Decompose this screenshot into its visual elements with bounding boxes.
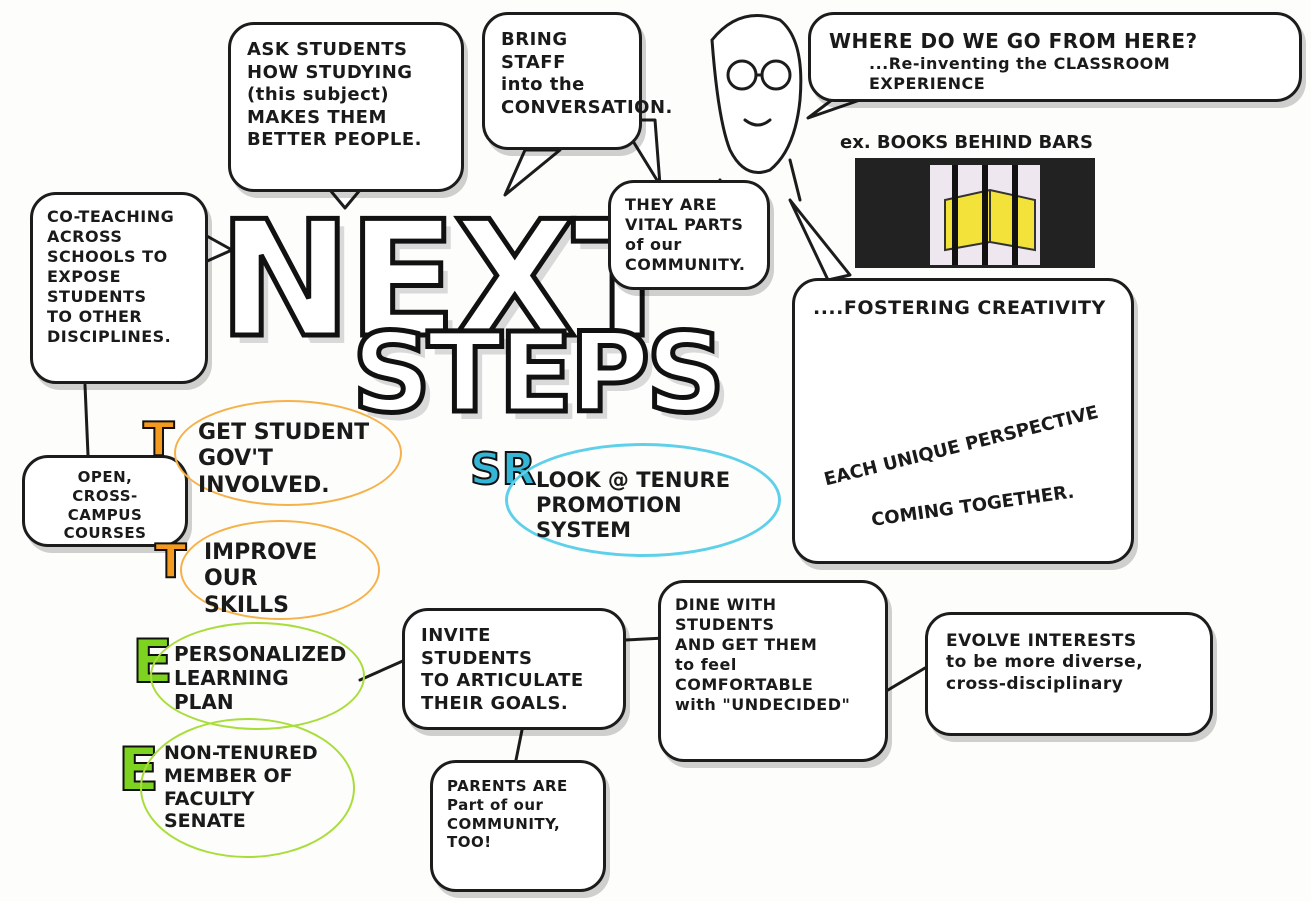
professor-portrait xyxy=(703,14,803,202)
bubble-vital-parts: THEY are VITAL PARTS of our COMMUNITY. xyxy=(608,180,770,290)
bubble-co-teaching: CO-TEACHING ACROSS SCHOOLS to EXPOSE STU… xyxy=(30,192,208,384)
oval-improve-skills: IMPROVE OUR SKILLS xyxy=(180,520,380,620)
bubble-invite-students: INVITE STUDENTS TO ARTICULATE THEIR GOAL… xyxy=(402,608,626,730)
connector-lines xyxy=(83,383,927,762)
title-next: NEXT xyxy=(216,186,685,373)
oval-look-tenure: LOOK @ TENURE PROMOTION SYSTEM xyxy=(505,443,781,557)
bubble-parents: PARENTS are Part of our COMMUNITY, too! xyxy=(430,760,606,892)
oval-get-student-gov: GET STUDENT GOV'T INVOLVED. xyxy=(174,400,402,506)
books-behind-bars-illustration xyxy=(855,158,1095,268)
bubble-dine-students: DINE with STUDENTS and GET THEM to feel … xyxy=(658,580,888,762)
oval-non-tenured: NON-TENURED MEMBER of FACULTY SENATE xyxy=(140,718,355,858)
bubble-evolve-interests: EVOLVE INTERESTS to be more diverse, cro… xyxy=(925,612,1213,736)
bubble-where-do-we-go: WHERE DO WE GO FROM HERE? ...Re-inventin… xyxy=(808,12,1302,102)
bubble-ask-students: ASK STUDENTS HOW STUDYING (this subject)… xyxy=(228,22,464,192)
bubble-fostering-creativity: ....FOSTERING CREATIVITY xyxy=(792,278,1134,564)
tag-t-student-gov: T xyxy=(142,412,175,466)
books-caption: ex. BOOKS BEHIND BARS xyxy=(840,132,1093,153)
title-steps: STEPS xyxy=(349,309,727,437)
bubble-open-courses: OPEN, CROSS-CAMPUS COURSES xyxy=(22,455,188,547)
oval-personalized-learning: PERSONALIZED LEARNING PLAN xyxy=(150,622,365,730)
bubble-bring-staff: BRING STAFF into the CONVERSATION. xyxy=(482,12,672,150)
